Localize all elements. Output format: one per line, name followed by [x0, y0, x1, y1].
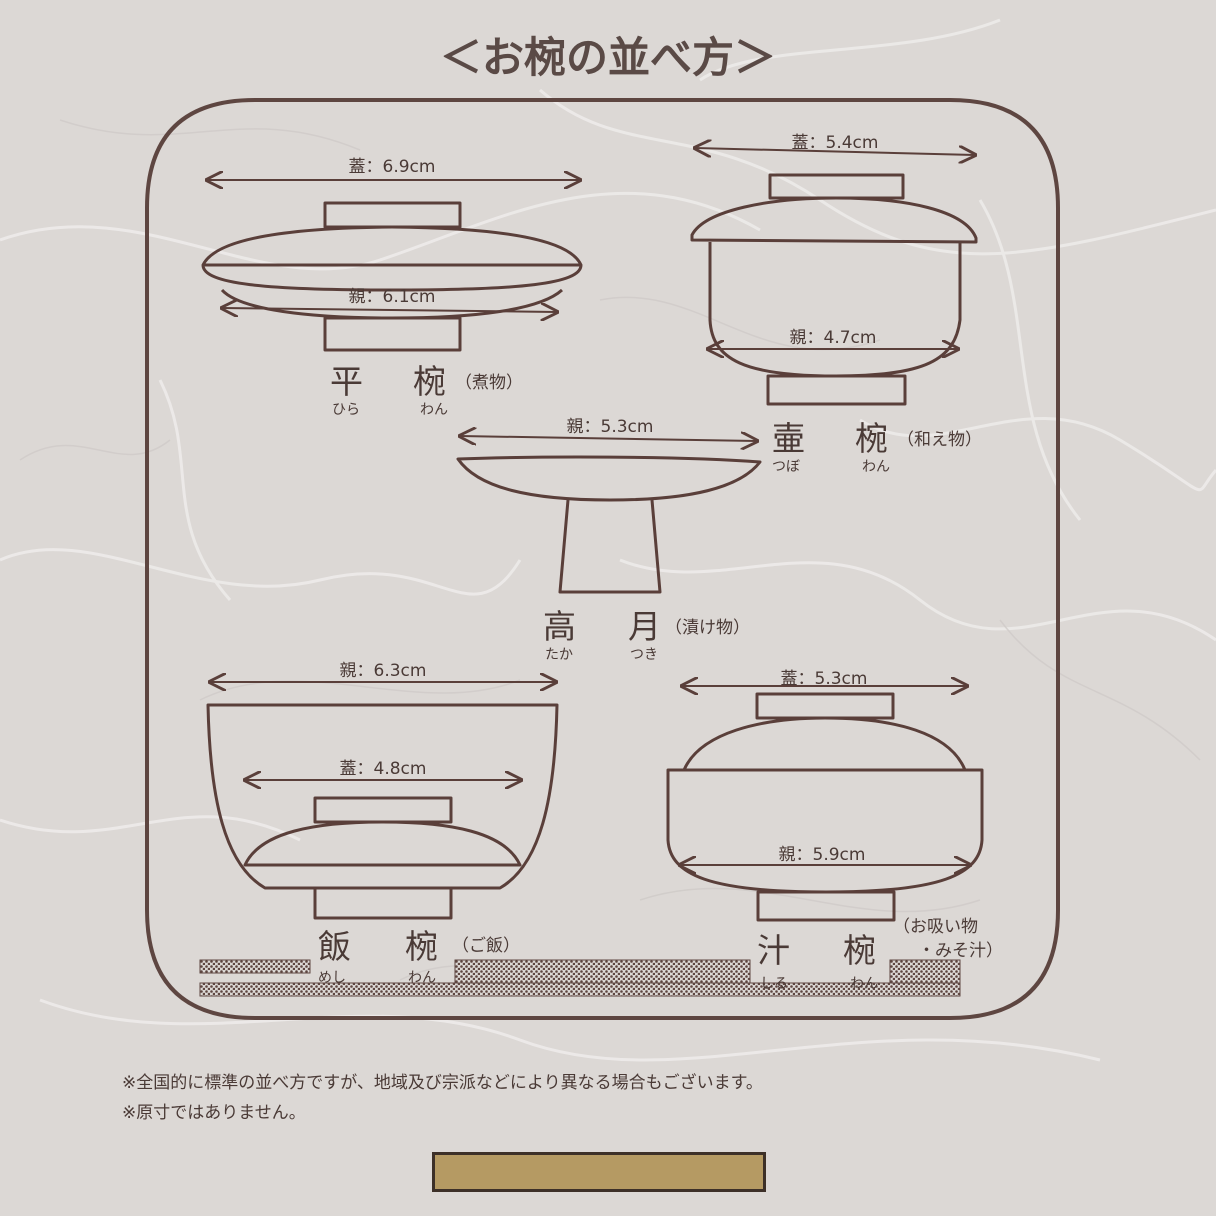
shiruwan-lid-label: 蓋：5.3cm: [781, 669, 868, 689]
hirawan-furigana-1: ひら: [332, 402, 360, 418]
hirawan-name-2: 椀: [413, 362, 446, 401]
footnote-2: ※原寸ではありません。: [122, 1103, 306, 1123]
meshiwan-bowl: 親：6.3cm 蓋：4.8cm 飯 椀 （ご飯） めし わん: [206, 661, 559, 986]
tray-outline: [145, 98, 1060, 1020]
meshiwan-furigana-2: わん: [408, 970, 436, 986]
takatsuki-name-1: 高: [543, 607, 576, 646]
tsubowan-name-1: 壷: [772, 419, 805, 458]
tsubowan-foot: [766, 374, 907, 406]
meshiwan-name-1: 飯: [318, 927, 351, 966]
hirawan-body-dimension: [222, 308, 557, 312]
tsubowan-lid-knob: [768, 173, 905, 200]
shiruwan-lid: [682, 716, 967, 772]
hirawan-lid: [201, 225, 583, 292]
tsubowan-body-label: 親：4.7cm: [790, 328, 877, 348]
hirawan-foot: [323, 316, 462, 352]
tsubowan-furigana-1: つぼ: [772, 459, 800, 475]
meshiwan-use: （ご飯）: [452, 936, 520, 956]
tsubowan-bowl: 蓋：5.4cm 親：4.7cm 壷 椀 （和え物） つぼ わん: [690, 133, 982, 475]
shiruwan-name-1: 汁: [757, 931, 790, 970]
hirawan-use: （煮物）: [455, 373, 523, 393]
takatsuki-body-label: 親：5.3cm: [567, 417, 654, 437]
meshiwan-body: [206, 703, 559, 890]
shiruwan-foot: [756, 890, 896, 922]
meshiwan-furigana-1: めし: [318, 970, 346, 986]
takatsuki-stem: [558, 499, 662, 594]
shiruwan-furigana-1: しる: [760, 976, 788, 992]
shiruwan-body: [666, 768, 984, 894]
hirawan-name-1: 平: [330, 362, 363, 401]
takatsuki-body-dimension: [460, 436, 757, 441]
tsubowan-lid-label: 蓋：5.4cm: [792, 133, 879, 153]
shiruwan-bowl: 蓋：5.3cm 親：5.9cm 汁 椀 （お吸い物 ・みそ汁） しる わん: [666, 669, 1003, 992]
hirawan-body-label: 親：6.1cm: [349, 287, 436, 307]
takatsuki-use: （漬け物）: [665, 618, 750, 638]
hirawan-bowl: 蓋：6.9cm 親：6.1cm 平 椀 （煮物） ひら わん: [201, 157, 583, 418]
hirawan-furigana-2: わん: [420, 402, 448, 418]
tsubowan-name-2: 椀: [855, 419, 888, 458]
takatsuki-furigana-2: つき: [630, 647, 658, 663]
tsubowan-furigana-2: わん: [862, 459, 890, 475]
shiruwan-lid-knob: [755, 692, 895, 720]
box-slot: [432, 1152, 766, 1192]
footnote-1: ※全国的に標準の並べ方ですが、地域及び宗派などにより異なる場合もございます。: [122, 1072, 763, 1093]
meshiwan-lid: [243, 820, 522, 867]
shiruwan-body-label: 親：5.9cm: [779, 845, 866, 865]
shiruwan-furigana-2: わん: [850, 976, 878, 992]
takatsuki-plate: [456, 455, 762, 502]
hirawan-lid-label: 蓋：6.9cm: [349, 157, 436, 177]
meshiwan-body-label: 親：6.3cm: [340, 661, 427, 681]
meshiwan-foot: [313, 886, 453, 920]
tsubowan-lid: [690, 196, 978, 244]
tsubowan-use: （和え物）: [897, 430, 982, 450]
hirawan-lid-knob: [323, 201, 462, 229]
shiruwan-name-2: 椀: [843, 931, 876, 970]
shiruwan-use-line1: （お吸い物: [893, 917, 978, 937]
meshiwan-name-2: 椀: [405, 927, 438, 966]
takatsuki-furigana-1: たか: [545, 647, 573, 663]
chopsticks: [199, 959, 961, 997]
marble-texture: [0, 18, 1216, 1062]
tsubowan-body: [708, 242, 962, 378]
tsubowan-lid-dimension: [695, 148, 975, 155]
page-title: ＜お椀の並べ方＞: [440, 33, 776, 82]
meshiwan-lid-knob: [313, 796, 453, 824]
takatsuki-stand: 親：5.3cm 高 月 （漬け物） たか つき: [456, 417, 762, 663]
takatsuki-name-2: 月: [628, 607, 661, 646]
meshiwan-lid-label: 蓋：4.8cm: [340, 759, 427, 779]
shiruwan-use-line2: ・みそ汁）: [918, 941, 1003, 961]
